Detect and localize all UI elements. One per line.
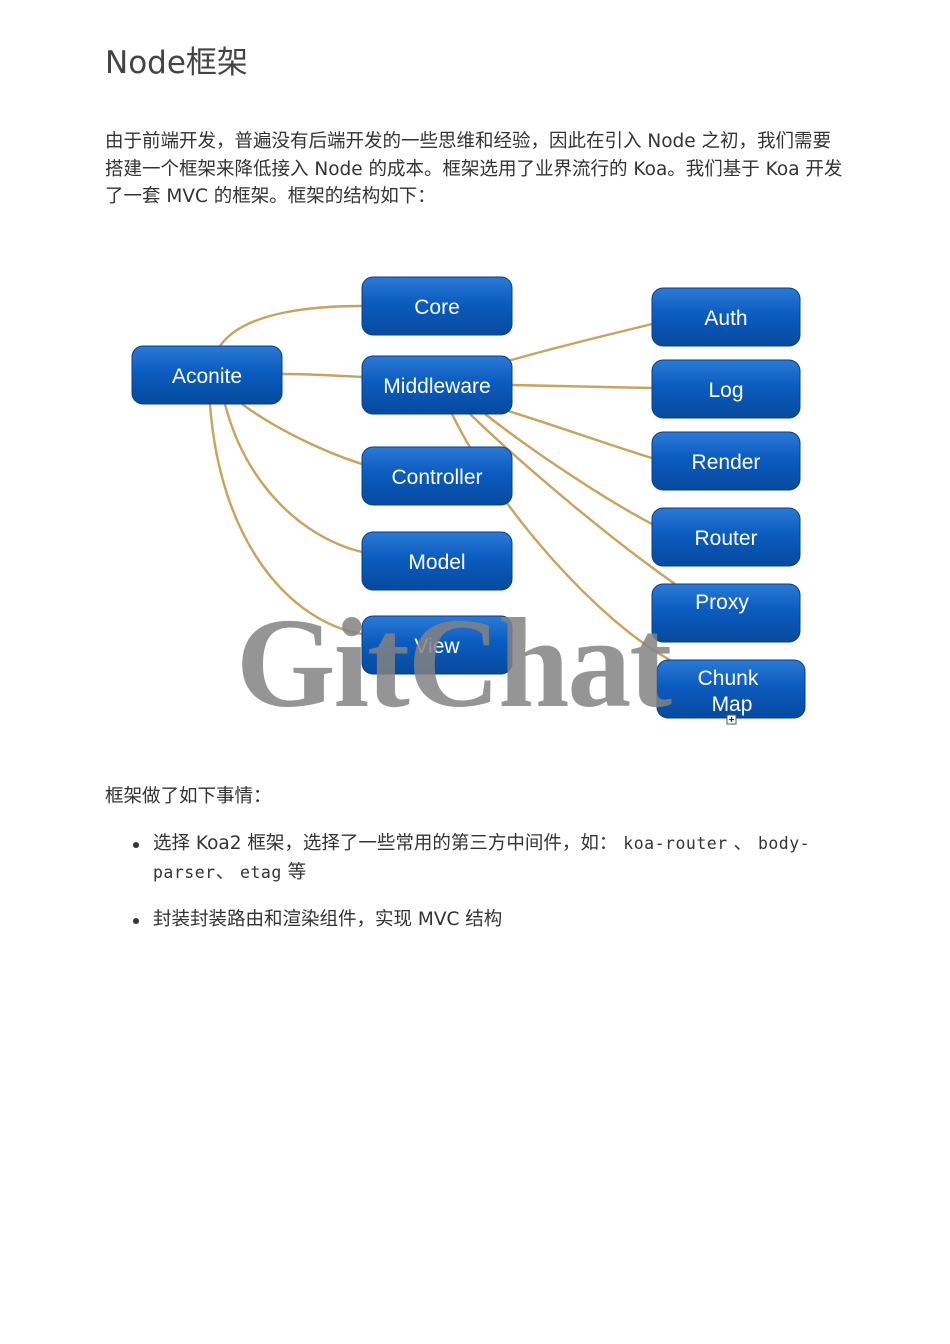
node-render: Render (651, 431, 801, 491)
node-render-label: Render (692, 451, 761, 474)
node-log-label: Log (708, 379, 743, 402)
architecture-diagram: Aconite Core Middleware Controller Model… (100, 262, 830, 732)
edge-aconite-middleware (281, 372, 363, 379)
bullet-icon (133, 918, 139, 924)
edge-middleware-log (511, 383, 653, 390)
node-chunk-map-label-line2: Map (712, 693, 753, 716)
list-item-1-suffix: 等 (287, 861, 307, 883)
separator: 、 (215, 861, 235, 883)
separator: 、 (733, 833, 753, 854)
list-item: 选择 Koa2 框架，选择了一些常用的第三方中间件，如： koa-router … (105, 830, 850, 887)
architecture-diagram-svg: Aconite Core Middleware Controller Model… (131, 276, 806, 725)
edge-middleware-render (504, 408, 653, 460)
node-middleware-label: Middleware (383, 375, 490, 398)
edge-middleware-proxy (469, 413, 676, 585)
node-auth-label: Auth (704, 307, 747, 330)
node-core-label: Core (414, 296, 460, 319)
node-router: Router (651, 507, 801, 567)
node-proxy: Proxy (651, 583, 801, 643)
edge-aconite-controller (241, 403, 363, 466)
intro-paragraph: 由于前端开发，普遍没有后端开发的一些思维和经验，因此在引入 Node 之初，我们… (105, 131, 843, 207)
node-controller-label: Controller (391, 466, 482, 489)
edge-aconite-model (223, 403, 363, 554)
page-title: Node框架 (105, 45, 248, 81)
node-view: View (361, 615, 513, 675)
node-chunk-map: Chunk Map (656, 659, 806, 719)
resize-handle-icon (726, 714, 737, 725)
node-router-label: Router (694, 527, 757, 550)
node-proxy-label: Proxy (695, 591, 749, 614)
feature-list: 选择 Koa2 框架，选择了一些常用的第三方中间件，如： koa-router … (105, 830, 850, 954)
edge-middleware-router (484, 413, 653, 526)
code-body-parser: body-parser (153, 834, 811, 882)
list-item-1-text: 选择 Koa2 框架，选择了一些常用的第三方中间件，如： (153, 833, 618, 854)
list-item: 封装封装路由和渲染组件，实现 MVC 结构 (105, 906, 850, 935)
node-model: Model (361, 531, 513, 591)
node-view-label: View (414, 635, 460, 658)
node-log: Log (651, 359, 801, 419)
node-aconite: Aconite (131, 345, 283, 405)
code-koa-router: koa-router (623, 834, 728, 853)
node-middleware: Middleware (361, 355, 513, 415)
subheading: 框架做了如下事情： (105, 786, 272, 807)
edge-aconite-view (208, 403, 363, 636)
node-controller: Controller (361, 446, 513, 506)
node-model-label: Model (408, 551, 465, 574)
node-chunk-map-label-line1: Chunk (698, 667, 759, 690)
list-item-2-text: 封装封装路由和渲染组件，实现 MVC 结构 (153, 909, 503, 930)
node-aconite-label: Aconite (172, 365, 242, 388)
edge-middleware-auth (507, 322, 653, 363)
code-etag: etag (240, 862, 282, 882)
bullet-icon (133, 842, 139, 848)
node-auth: Auth (651, 287, 801, 347)
node-core: Core (361, 276, 513, 336)
edge-aconite-core (219, 304, 363, 347)
